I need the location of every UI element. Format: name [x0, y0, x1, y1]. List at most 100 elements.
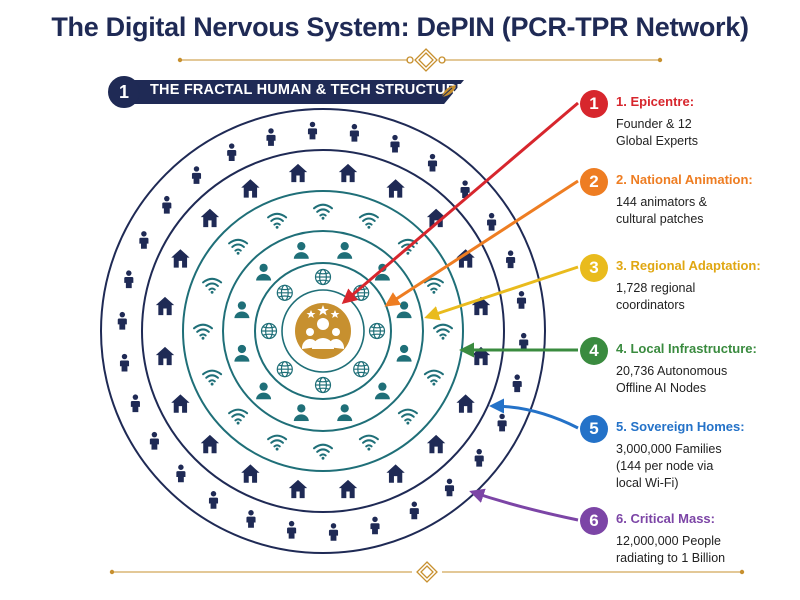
person-icon — [176, 464, 186, 483]
globe-icon — [276, 284, 293, 301]
arrow-national-animation — [384, 179, 579, 307]
legend-number-badge: 5 — [580, 415, 608, 443]
legend-title: 2. National Animation: — [616, 172, 753, 187]
house-icon — [241, 464, 260, 483]
leaf-icon — [441, 85, 456, 98]
house-icon — [288, 163, 308, 183]
fractal-rings — [100, 108, 546, 554]
person-icon — [396, 344, 412, 362]
person-icon — [117, 311, 127, 330]
legend-description: 20,736 Autonomous Offline AI Nodes — [616, 364, 728, 395]
legend-number-badge: 1 — [580, 90, 608, 118]
legend-title: 5. Sovereign Homes: — [616, 419, 745, 434]
ring-4-local-infrastructure — [182, 190, 464, 472]
wifi-icon — [312, 443, 334, 460]
person-icon — [516, 291, 527, 309]
person-icon — [227, 143, 237, 161]
person-icon — [256, 263, 272, 281]
person-icon — [234, 301, 250, 319]
wifi-icon — [432, 323, 454, 340]
arrow-regional-adaptation — [424, 265, 579, 321]
legend-title: 6. Critical Mass: — [616, 511, 715, 526]
section-banner: 1 THE FRACTAL HUMAN & TECH STRUCTURE — [108, 76, 478, 108]
legend-description: 1,728 regional coordinators — [616, 281, 696, 312]
legend-description: 12,000,000 People radiating to 1 Billion — [616, 534, 726, 565]
person-icon — [162, 195, 172, 214]
person-icon — [512, 374, 522, 393]
person-icon — [293, 404, 309, 422]
house-icon — [171, 394, 190, 413]
person-icon — [149, 431, 159, 450]
globe-icon — [314, 268, 332, 286]
title-divider — [177, 48, 663, 72]
house-icon — [155, 346, 175, 366]
ring-6-critical-mass — [100, 108, 546, 554]
legend-arrows — [341, 101, 579, 522]
house-icon — [338, 163, 358, 183]
ring-1-epicentre — [281, 289, 365, 373]
legend-description: Founder & 12 Global Experts — [616, 117, 698, 148]
wifi-icon — [192, 323, 214, 340]
person-icon — [256, 382, 272, 400]
house-icon — [386, 179, 405, 198]
person-icon — [487, 212, 497, 231]
globe-icon — [368, 322, 386, 340]
house-icon — [200, 208, 220, 228]
person-icon — [246, 510, 256, 528]
wifi-icon — [423, 277, 444, 295]
ring-3-regional-adaptation — [222, 230, 424, 432]
person-icon — [119, 353, 130, 372]
page-title: The Digital Nervous System: DePIN (PCR-T… — [51, 12, 749, 42]
legend-title: 1. Epicentre: — [616, 94, 695, 109]
house-icon — [200, 434, 220, 454]
person-icon — [409, 501, 419, 520]
legend-number-badge: 3 — [580, 254, 608, 282]
legend-number-badge: 4 — [580, 337, 608, 365]
house-icon — [426, 434, 446, 454]
legend-title: 3. Regional Adaptation: — [616, 258, 761, 273]
wifi-icon — [423, 369, 444, 386]
house-icon — [241, 179, 260, 198]
person-icon — [307, 121, 318, 140]
wifi-icon — [202, 277, 223, 295]
globe-icon — [260, 322, 278, 340]
arrow-epicentre — [341, 101, 579, 304]
wifi-icon — [358, 212, 379, 230]
person-icon — [370, 516, 380, 535]
person-icon — [390, 134, 400, 153]
wifi-icon — [228, 238, 249, 256]
arrow-critical-mass — [469, 488, 579, 522]
house-icon — [456, 394, 475, 413]
wifi-icon — [202, 369, 223, 386]
wifi-icon — [397, 408, 418, 425]
expert-group-icon — [301, 305, 345, 349]
globe-icon — [353, 361, 370, 378]
person-icon — [349, 123, 359, 142]
wifi-icon — [358, 434, 379, 451]
globe-icon — [276, 361, 293, 378]
person-icon — [519, 332, 529, 351]
globe-icon — [314, 376, 332, 394]
person-icon — [374, 382, 390, 400]
wifi-icon — [267, 434, 288, 451]
person-icon — [337, 242, 353, 259]
wifi-icon — [228, 408, 249, 425]
ring-5-sovereign-homes — [141, 149, 505, 513]
wifi-icon — [312, 203, 334, 220]
epicentre-core — [295, 303, 351, 359]
person-icon — [427, 153, 438, 172]
person-icon — [328, 523, 339, 541]
banner-bar — [132, 80, 464, 104]
ornament-icon — [416, 561, 438, 583]
legend-title: 4. Local Infrastructure: — [616, 341, 757, 356]
section-title: THE FRACTAL HUMAN & TECH STRUCTURE — [150, 82, 467, 98]
section-number-badge: 1 — [108, 76, 140, 108]
footer-divider — [109, 561, 745, 583]
person-icon — [506, 250, 516, 269]
person-icon — [234, 344, 250, 362]
person-icon — [124, 270, 134, 289]
person-icon — [444, 478, 455, 497]
legend-description: 144 animators & cultural patches — [616, 195, 708, 226]
house-icon — [171, 249, 190, 268]
person-icon — [130, 394, 140, 413]
